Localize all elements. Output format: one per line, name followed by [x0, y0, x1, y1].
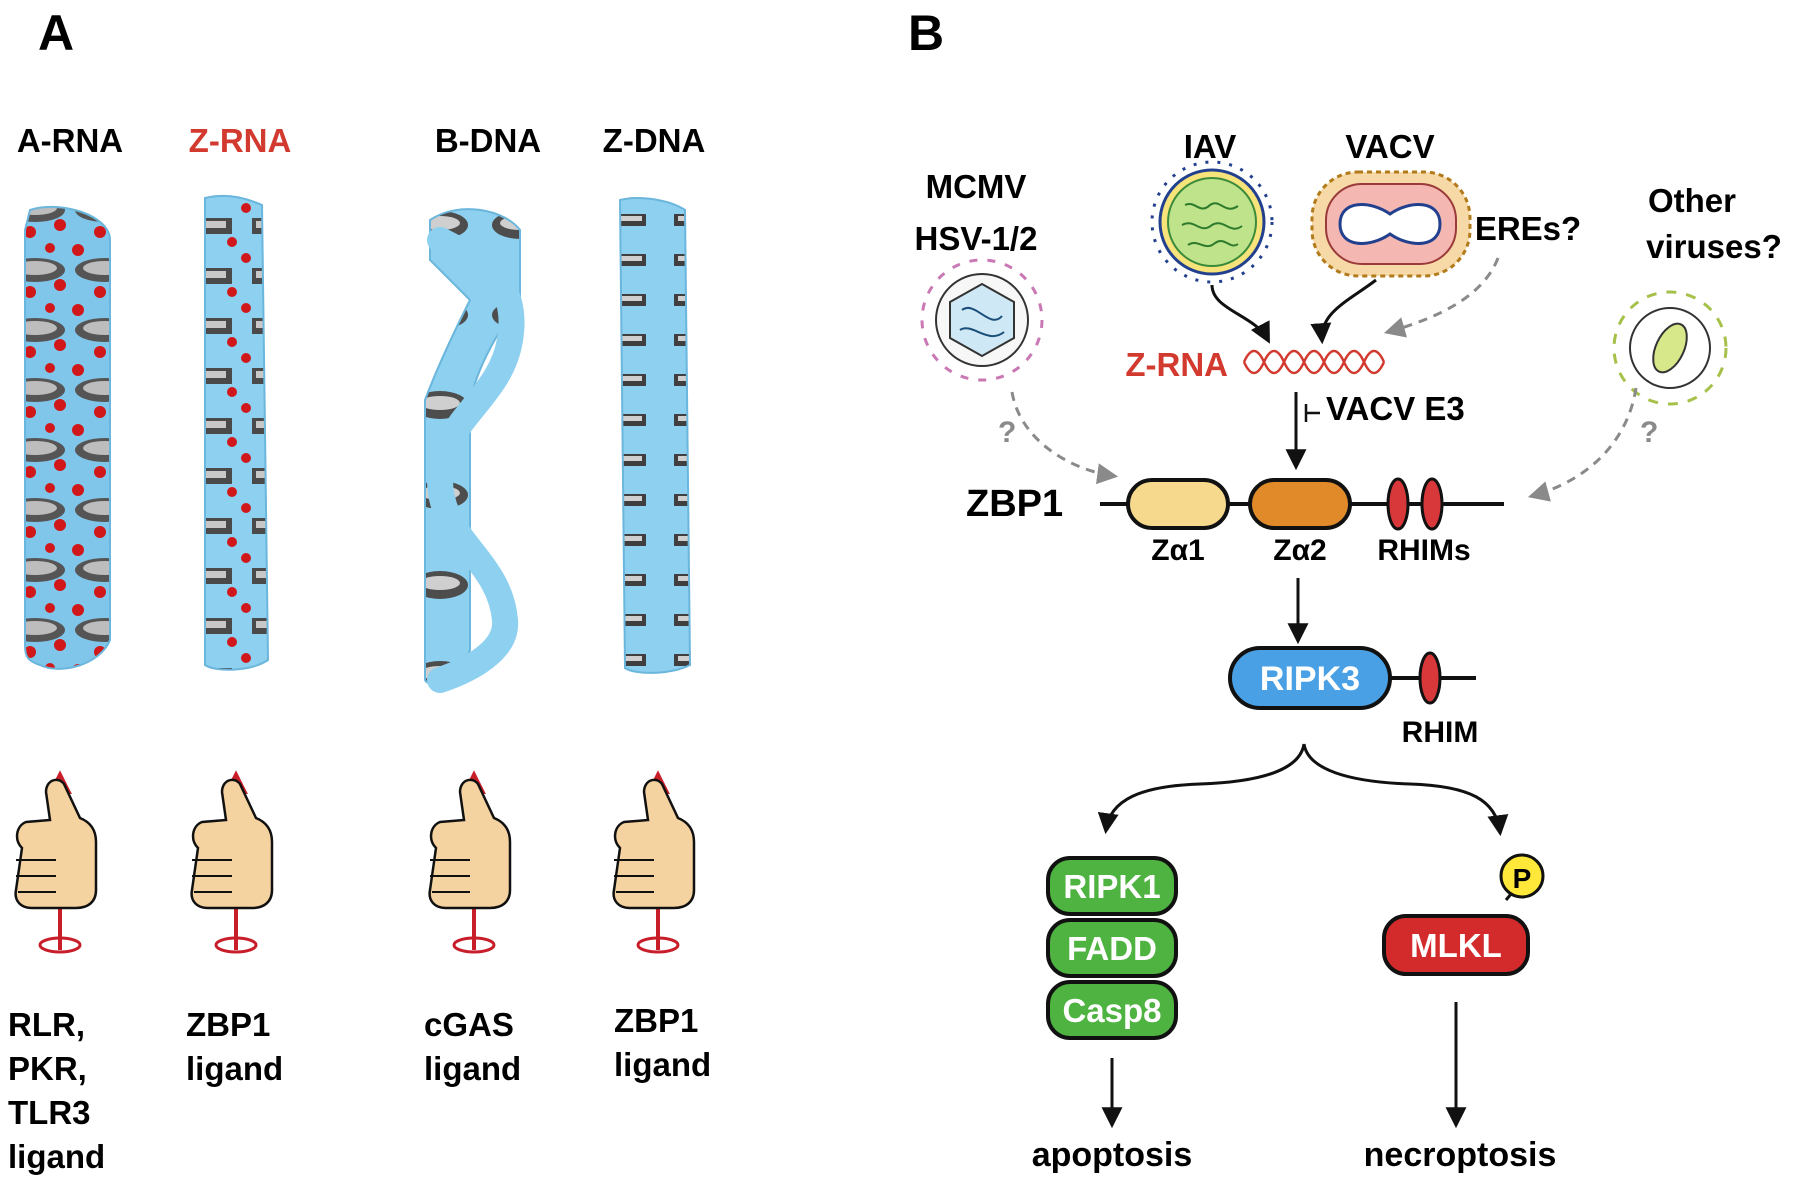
- phosphate-label: P: [1513, 863, 1532, 894]
- phosphate-icon: [1499, 853, 1545, 899]
- a-rna-helix: [24, 205, 111, 670]
- fadd-box: [1046, 918, 1178, 978]
- ligand-a-rna-line2: PKR,: [8, 1050, 87, 1087]
- ligand-b-dna-line1: cGAS: [424, 1006, 514, 1043]
- outcome-apoptosis: apoptosis: [1032, 1136, 1193, 1174]
- virus-label-mcmv: MCMV: [926, 168, 1027, 205]
- ligand-z-rna-line1: ZBP1: [186, 1006, 270, 1043]
- mlkl-box: [1382, 914, 1530, 976]
- zrna-label: Z-RNA: [1125, 346, 1228, 383]
- panel-b-letter: B: [908, 5, 944, 61]
- structure-name-z-dna: Z-DNA: [603, 122, 706, 159]
- arrow-other-to-zbp1: [1527, 387, 1638, 502]
- arrow-eres-to-zrna: [1383, 257, 1500, 338]
- ripk3-rhim-motif: [1418, 651, 1442, 705]
- rhim-motif-1: [1386, 477, 1410, 531]
- ligand-z-rna-line2: ligand: [186, 1050, 283, 1087]
- ripk3-domain: [1228, 646, 1392, 710]
- z-dna-helix: [618, 197, 692, 674]
- virus-label-vacv: VACV: [1345, 128, 1434, 165]
- left-hand-thumb-icon-z-dna: [612, 770, 696, 954]
- ligand-z-dna-line1: ZBP1: [614, 1002, 698, 1039]
- casp8-label: Casp8: [1062, 992, 1161, 1029]
- influenza-virus-icon: [1150, 160, 1274, 284]
- mlkl-label: MLKL: [1410, 927, 1502, 964]
- herpesvirus-icon: [920, 258, 1044, 382]
- za2-domain: [1248, 478, 1352, 530]
- structure-name-a-rna: A-RNA: [17, 122, 123, 159]
- arrow-herpes-to-zbp1: [1010, 391, 1119, 485]
- b-dna-helix: [424, 208, 525, 693]
- za2-label: Zα2: [1273, 534, 1326, 567]
- rhims-label: RHIMs: [1377, 534, 1470, 567]
- virus-label-eres: EREs?: [1475, 210, 1581, 247]
- panel-a-letter: A: [38, 5, 74, 61]
- ligand-a-rna-line4: ligand: [8, 1138, 105, 1175]
- structure-name-b-dna: B-DNA: [435, 122, 541, 159]
- virus-label-iav: IAV: [1184, 128, 1237, 165]
- zrna-helix-icon: [1242, 349, 1386, 375]
- arrow-ripk3-to-necroptosis: [1302, 743, 1509, 837]
- casp8-box: [1046, 980, 1178, 1040]
- fadd-label: FADD: [1067, 930, 1157, 967]
- vacv-e3-label: VACV E3: [1326, 390, 1465, 427]
- ripk1-box: [1046, 856, 1178, 916]
- ligand-z-dna-line2: ligand: [614, 1046, 711, 1083]
- left-hand-thumb-icon-z-rna: [190, 770, 274, 954]
- ripk3-label: RIPK3: [1260, 660, 1360, 698]
- ligand-b-dna-line2: ligand: [424, 1050, 521, 1087]
- ripk1-label: RIPK1: [1063, 868, 1160, 905]
- arrow-vacv-to-zrna: [1310, 278, 1377, 345]
- vaccinia-virus-icon: [1310, 170, 1472, 278]
- ligand-a-rna-line3: TLR3: [8, 1094, 91, 1131]
- question-mark-left: ?: [998, 416, 1016, 449]
- za1-domain: [1126, 478, 1230, 530]
- virus-label-hsv: HSV-1/2: [915, 220, 1038, 257]
- structure-name-z-rna: Z-RNA: [189, 122, 292, 159]
- arrow-iav-to-zrna: [1210, 284, 1270, 344]
- left-hand-thumb-icon-a-rna: [14, 770, 98, 954]
- ripk3-rhim-label: RHIM: [1402, 716, 1479, 749]
- virus-label-other-2: viruses?: [1646, 228, 1782, 265]
- outcome-necroptosis: necroptosis: [1364, 1136, 1557, 1174]
- question-mark-right: ?: [1640, 416, 1658, 449]
- z-rna-helix: [204, 194, 270, 671]
- za1-label: Zα1: [1151, 534, 1204, 567]
- ligand-a-rna-line1: RLR,: [8, 1006, 85, 1043]
- arrow-ripk3-to-apoptosis: [1097, 743, 1306, 835]
- left-hand-thumb-icon-b-dna: [428, 770, 512, 954]
- other-virus-icon: [1612, 290, 1728, 406]
- zbp1-label: ZBP1: [966, 483, 1063, 525]
- virus-label-other-1: Other: [1648, 182, 1736, 219]
- inhibition-bar-icon: [1304, 404, 1320, 422]
- rhim-motif-2: [1420, 477, 1444, 531]
